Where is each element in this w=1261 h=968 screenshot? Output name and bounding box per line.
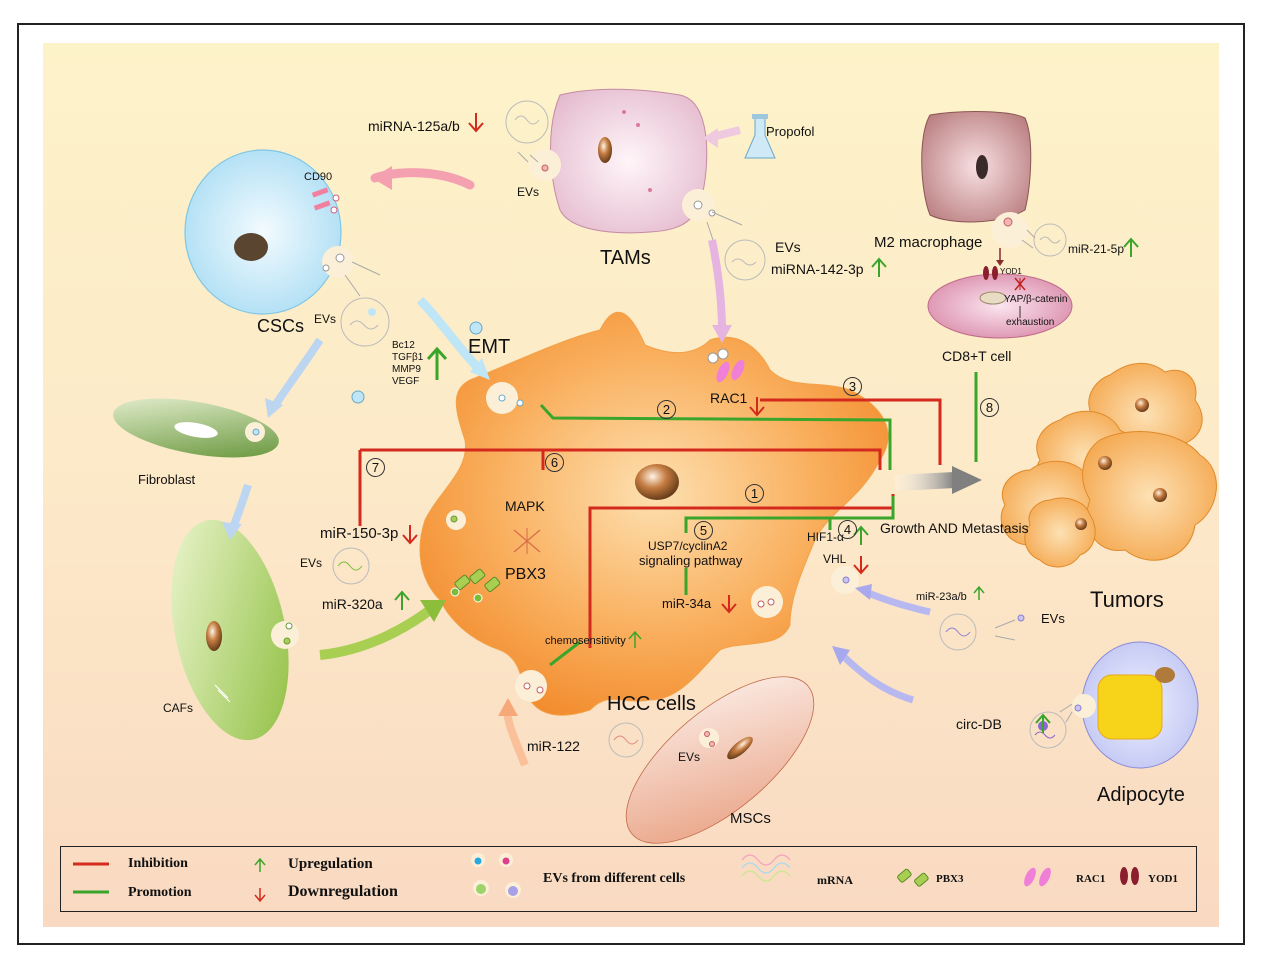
label-evs-adipocyte: EVs	[1041, 611, 1065, 626]
label-evs-tam: EVs	[517, 185, 540, 199]
legend-promotion: Promotion	[128, 885, 192, 900]
label-tumors: Tumors	[1090, 587, 1164, 612]
label-evs-caf: EVs	[300, 556, 323, 570]
pathway-number-5: 5	[694, 521, 713, 540]
label-signaling: signaling pathway	[639, 553, 743, 568]
legend-pbx3: PBX3	[936, 873, 964, 885]
label-cd8-t-cell: CD8+T cell	[942, 348, 1012, 364]
legend-evs: EVs from different cells	[543, 871, 686, 886]
label-pbx3: PBX3	[505, 566, 546, 583]
label-mir320: miR-320a	[322, 596, 383, 612]
msc-cell	[625, 676, 815, 844]
label-propofol: Propofol	[766, 124, 815, 139]
label-mirna142: miRNA-142-3p	[771, 261, 864, 277]
label-mir122: miR-122	[527, 738, 580, 754]
label-circ-db: circ-DB	[956, 716, 1002, 732]
factor-tgfb1: TGFβ1	[392, 352, 424, 363]
factor-bc12: Bc12	[392, 340, 415, 351]
pathway-number-7: 7	[366, 458, 385, 477]
factor-vegf: VEGF	[392, 376, 420, 387]
label-cd90: CD90	[304, 171, 333, 183]
legend-box	[60, 846, 1197, 912]
factor-list: Bc12 TGFβ1 MMP9 VEGF	[392, 340, 423, 388]
label-yod1: YOD1	[1000, 267, 1022, 276]
caf-cell	[171, 519, 289, 741]
pathway-number-8: 8	[980, 398, 999, 417]
label-exhaustion: exhaustion	[1006, 317, 1055, 328]
label-hif: HIF1-α	[807, 530, 844, 544]
label-mir23: miR-23a/b	[916, 591, 967, 603]
label-emt: EMT	[468, 336, 511, 358]
pathway-number-2: 2	[657, 400, 676, 419]
label-tams: TAMs	[600, 247, 651, 269]
label-chemosensitivity: chemosensitivity	[545, 635, 626, 647]
label-evs-msc: EVs	[678, 750, 701, 764]
tumor-cluster	[1000, 362, 1217, 568]
label-mirna125: miRNA-125a/b	[368, 118, 460, 134]
hcc-nucleus	[635, 464, 679, 500]
label-usp7: USP7/cyclinA2	[648, 539, 728, 553]
legend-yod1: YOD1	[1148, 873, 1178, 885]
label-mir34: miR-34a	[662, 596, 712, 611]
label-mscs: MSCs	[730, 810, 771, 827]
csc-cell	[184, 149, 342, 315]
legend-rac1: RAC1	[1076, 873, 1106, 885]
legend-mrna: mRNA	[817, 873, 853, 887]
legend-upregulation: Upregulation	[288, 856, 373, 872]
label-cscs: CSCs	[257, 316, 305, 336]
cd8-t-cell	[927, 273, 1073, 339]
legend-inhibition: Inhibition	[128, 856, 188, 871]
label-yap: YAP/β-catenin	[1004, 294, 1068, 305]
factor-mmp9: MMP9	[392, 364, 421, 375]
label-adipocyte: Adipocyte	[1097, 784, 1185, 806]
label-evs-csc: EVs	[314, 312, 337, 326]
regulation-arrows	[394, 113, 1139, 733]
label-growth-metastasis: Growth AND Metastasis	[880, 520, 1029, 536]
label-hcc-cells: HCC cells	[607, 693, 696, 715]
legend-downregulation: Downregulation	[288, 883, 398, 900]
csc-nucleus	[234, 233, 268, 261]
pathway-number-6: 6	[545, 453, 564, 472]
pathway-number-3: 3	[843, 377, 862, 396]
pathway-number-1: 1	[745, 484, 764, 503]
pathway-number-4: 4	[838, 520, 857, 539]
label-mir150: miR-150-3p	[320, 525, 399, 542]
label-rac1: RAC1	[710, 390, 748, 406]
label-mir21: miR-21-5p	[1068, 242, 1125, 256]
label-mapk: MAPK	[505, 498, 545, 514]
label-m2-macrophage: M2 macrophage	[874, 234, 983, 251]
label-vhl: VHL	[823, 552, 847, 566]
label-evs-tam2: EVs	[775, 239, 801, 255]
label-cafs: CAFs	[163, 701, 193, 715]
label-fibroblast: Fibroblast	[138, 472, 196, 487]
hcc-cell	[419, 311, 889, 716]
